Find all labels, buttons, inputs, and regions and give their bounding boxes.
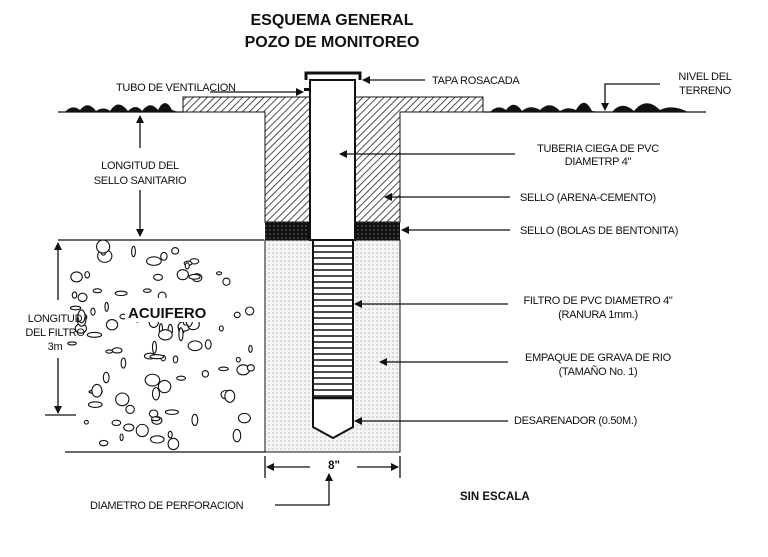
- label-diametro: 8": [328, 460, 340, 472]
- pebble: [149, 354, 165, 360]
- pebble: [111, 419, 122, 427]
- bore-diameter-dimension: 8" DIAMETRO DE PERFORACION: [90, 456, 401, 512]
- pebble: [105, 349, 114, 354]
- pebble: [114, 290, 128, 297]
- pebble: [204, 339, 212, 350]
- pebble: [157, 379, 172, 394]
- label-long-filtro-1: LONGITUD: [28, 313, 83, 325]
- pebble: [90, 307, 96, 316]
- pebble: [104, 301, 109, 312]
- pebble: [84, 271, 91, 279]
- pebble: [187, 340, 203, 352]
- pebble: [178, 327, 184, 342]
- pebble: [224, 389, 236, 403]
- pebble: [164, 409, 180, 415]
- label-empaque-2: (TAMAÑO No. 1): [559, 365, 638, 378]
- pebble: [233, 311, 241, 319]
- pebble: [218, 325, 224, 332]
- label-long-filtro-3: 3m: [48, 341, 63, 353]
- pebble: [70, 271, 83, 283]
- pebble: [151, 340, 157, 354]
- pebble: [86, 331, 103, 338]
- pebble: [216, 271, 223, 276]
- pebble: [71, 291, 78, 299]
- pebble: [201, 369, 210, 378]
- pebble: [150, 416, 161, 422]
- pebble: [248, 344, 253, 353]
- pebble: [135, 423, 149, 438]
- pebble: [176, 269, 189, 281]
- pebble: [125, 404, 135, 415]
- pebble: [218, 366, 229, 372]
- pebble: [105, 318, 119, 331]
- pebble: [77, 309, 86, 324]
- pebble: [69, 305, 82, 311]
- label-empaque-1: EMPAQUE DE GRAVA DE RIO: [525, 352, 672, 364]
- pebble: [171, 246, 180, 255]
- pebble: [144, 373, 161, 387]
- pebble: [222, 277, 231, 286]
- label-nivel-terreno-2: TERRENO: [679, 85, 731, 97]
- pebble: [98, 439, 109, 447]
- pebble: [67, 341, 77, 346]
- pebble: [83, 419, 89, 425]
- aquifer: ACUIFERO: [58, 239, 265, 453]
- pebble: [184, 262, 190, 270]
- title-line-2: POZO DE MONITOREO: [245, 34, 420, 51]
- label-diametro-perforacion: DIAMETRO DE PERFORACION: [90, 500, 244, 512]
- pebble: [191, 413, 199, 427]
- label-sello-bentonita: SELLO (BOLAS DE BENTONITA): [520, 225, 678, 237]
- pebble: [244, 306, 255, 316]
- pebble: [176, 375, 187, 381]
- label-sello-sanitario-1: LONGITUD DEL: [101, 160, 179, 172]
- pebble: [172, 355, 179, 364]
- pebble: [92, 288, 103, 294]
- pebble: [77, 292, 88, 303]
- pebble: [149, 435, 165, 444]
- label-filtro-2: (RANURA 1mm.): [558, 309, 638, 321]
- label-tubo-ventilacion: TUBO DE VENTILACION: [116, 82, 236, 94]
- pebble: [87, 401, 103, 409]
- label-sello-sanitario-2: SELLO SANITARIO: [94, 175, 187, 187]
- pebble: [153, 273, 164, 281]
- pebble: [246, 364, 255, 372]
- label-tuberia-2: DIAMETRP 4": [565, 156, 632, 168]
- filter-length-dimension: LONGITUD DEL FILTRO 3m: [25, 242, 86, 416]
- pebble: [120, 357, 127, 369]
- pebble: [119, 433, 124, 442]
- pebble: [167, 430, 173, 439]
- aquifer-label: ACUIFERO: [128, 305, 207, 322]
- label-tuberia-1: TUBERIA CIEGA DE PVC: [537, 143, 659, 155]
- pebble: [115, 392, 130, 407]
- pebble: [123, 423, 135, 432]
- pebble: [146, 256, 162, 266]
- pebble: [158, 329, 173, 341]
- pvc-pipe: [304, 71, 362, 440]
- pebble: [131, 245, 136, 258]
- pebble: [91, 383, 103, 398]
- seal-length-dimension: LONGITUD DEL SELLO SANITARIO: [94, 115, 187, 237]
- title-line-1: ESQUEMA GENERAL: [251, 12, 414, 29]
- label-filtro-1: FILTRO DE PVC DIAMETRO 4": [524, 295, 673, 307]
- pebble: [95, 239, 111, 254]
- label-tapa-rosacada: TAPA ROSACADA: [432, 75, 520, 87]
- label-sin-escala: SIN ESCALA: [460, 491, 530, 503]
- pebble: [151, 387, 161, 401]
- pebble: [237, 412, 251, 424]
- label-nivel-terreno-1: NIVEL DEL: [678, 71, 731, 83]
- label-desarenador: DESARENADOR (0.50M.): [514, 415, 637, 427]
- pebble: [188, 273, 201, 280]
- ground-surface: [58, 102, 706, 113]
- label-sello-arena: SELLO (ARENA-CEMENTO): [520, 192, 656, 204]
- callouts: TUBO DE VENTILACION TAPA ROSACADA NIVEL …: [116, 71, 732, 427]
- pebble: [102, 371, 110, 384]
- label-long-filtro-2: DEL FILTRO: [25, 327, 85, 339]
- pebble: [167, 437, 180, 451]
- pebble: [111, 347, 123, 354]
- pebble: [235, 356, 241, 363]
- pebble: [232, 428, 242, 443]
- pebble: [142, 288, 152, 293]
- pebble: [160, 251, 168, 261]
